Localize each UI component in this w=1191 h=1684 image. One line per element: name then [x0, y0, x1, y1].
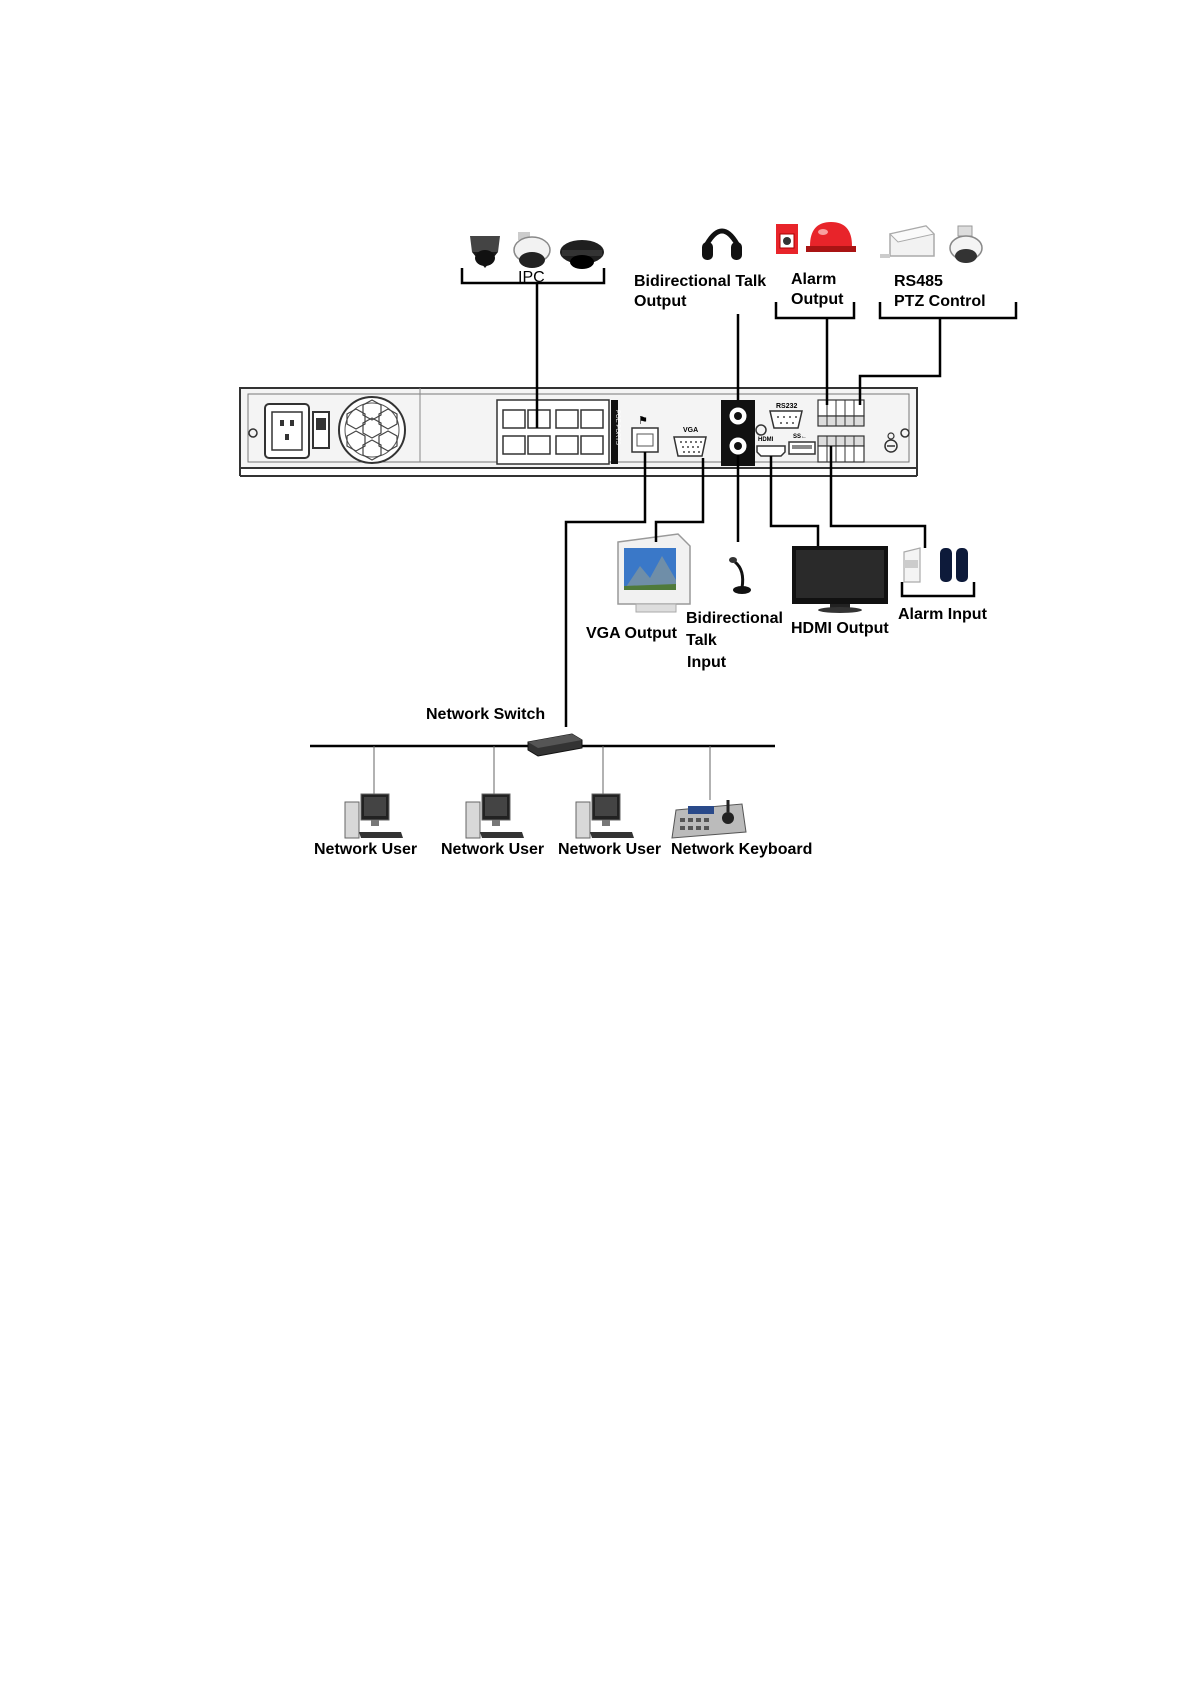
motion-sensor-icon: [904, 548, 920, 582]
fan-icon: [339, 397, 405, 463]
rs232-port-label: RS232: [776, 403, 798, 410]
ptz-camera-icon: [470, 236, 500, 268]
headphones-icon: [702, 231, 742, 260]
vga-port-label: VGA: [683, 427, 698, 434]
network-switch-label: Network Switch: [426, 705, 545, 725]
vga-output-label: VGA Output: [586, 624, 677, 644]
talk-input-label: Bidirectional Talk Input: [686, 608, 783, 674]
poe-ports-label: POE PORTS: [614, 410, 620, 445]
beam-sensor-icon: [940, 548, 968, 582]
crt-monitor-icon: [618, 534, 690, 612]
microphone-icon: [729, 557, 751, 594]
network-keyboard-label: Network Keyboard: [671, 840, 812, 860]
talk-output-label-line-2: Output: [634, 292, 766, 312]
talk-output-label: Bidirectional Talk Output: [634, 272, 766, 312]
power-switch-icon: [313, 412, 329, 448]
network-user-label-3: Network User: [558, 840, 661, 860]
alarm-beacon-icon: [806, 222, 856, 252]
vga-line: [656, 458, 703, 542]
network-icon: ⚑: [638, 414, 648, 427]
flat-tv-icon: [792, 546, 888, 613]
rs485-label: RS485 PTZ Control: [894, 272, 986, 312]
speed-dome-icon: [950, 226, 982, 263]
network-switch-icon: [528, 734, 582, 756]
desktop-pc-icon: [345, 794, 403, 838]
bullet-camera-icon: [514, 232, 550, 268]
desktop-pc-icon: [466, 794, 524, 838]
talk-input-label-line-3: Input: [686, 652, 783, 674]
poe-ports-block: POE PORTS: [497, 400, 620, 464]
talk-input-label-line-2: Talk: [686, 630, 783, 652]
rs485-label-line-1: RS485: [894, 272, 986, 292]
network-user-label-1: Network User: [314, 840, 417, 860]
talk-input-label-line-1: Bidirectional: [686, 608, 783, 630]
alarm-input-label: Alarm Input: [898, 605, 987, 625]
usb-port-label: SS←: [793, 434, 807, 440]
desktop-pc-icon: [576, 794, 634, 838]
alarm-output-label-line-2: Output: [791, 290, 843, 310]
alarm-output-label: Alarm Output: [791, 270, 843, 310]
nvr-rear-panel: POE PORTS ⚑ VGA: [240, 388, 917, 476]
alarm-siren-icon: [776, 224, 798, 254]
power-socket-icon: [265, 404, 309, 458]
hdmi-port-label: HDMI: [758, 437, 774, 443]
ptz-keyboard-icon: [672, 800, 746, 838]
rs485-label-line-2: PTZ Control: [894, 292, 986, 312]
alarm-output-label-line-1: Alarm: [791, 270, 843, 290]
ipc-label: IPC: [518, 268, 545, 288]
network-user-label-2: Network User: [441, 840, 544, 860]
dome-camera-icon: [560, 240, 604, 269]
hdmi-line: [771, 456, 818, 546]
talk-output-label-line-1: Bidirectional Talk: [634, 272, 766, 292]
decoder-box-icon: [880, 226, 934, 258]
alarm-input-bracket: [902, 582, 974, 596]
hdmi-output-label: HDMI Output: [791, 619, 889, 639]
